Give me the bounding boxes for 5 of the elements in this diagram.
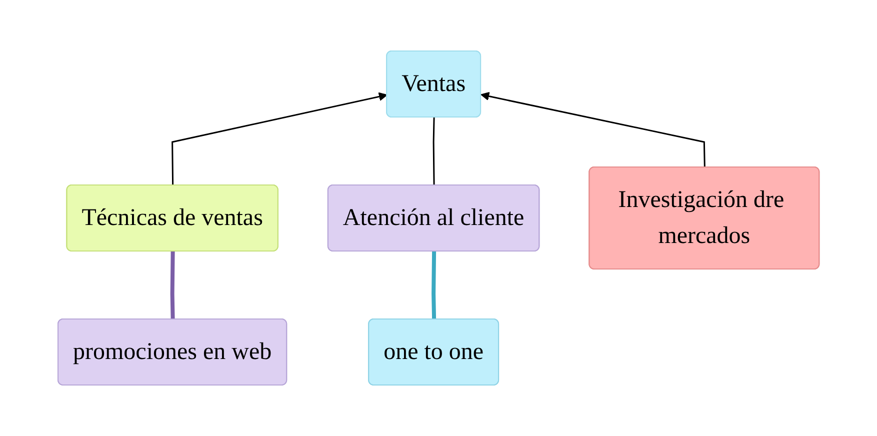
arrow <box>480 92 706 168</box>
connector <box>170 251 175 320</box>
connector <box>432 117 435 186</box>
connector <box>431 251 436 320</box>
arrow <box>171 92 388 186</box>
